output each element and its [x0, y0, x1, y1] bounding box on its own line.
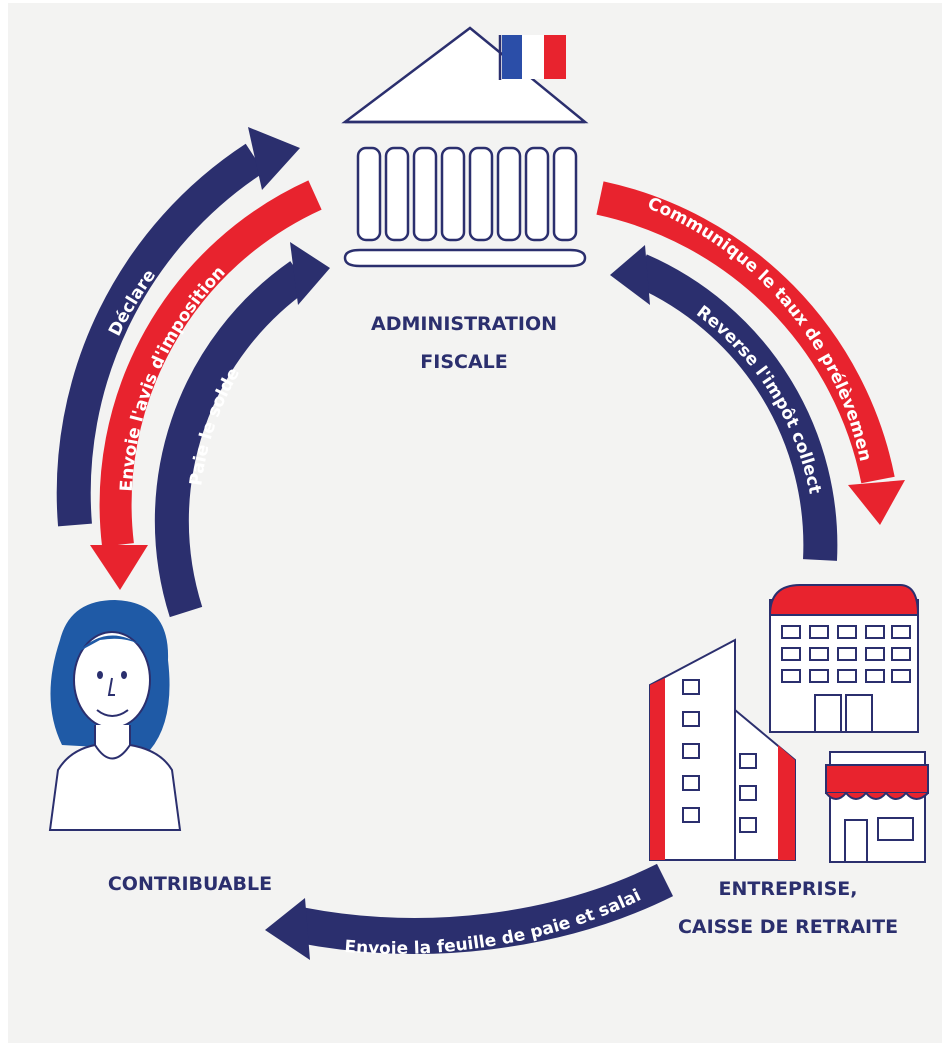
- administration-label-line2: FISCALE: [420, 351, 507, 373]
- company-office-icon: [768, 584, 920, 733]
- taxpayer-person-icon: [48, 600, 182, 831]
- administration-building-icon: [341, 26, 589, 268]
- entreprise-label-line2: CAISSE DE RETRAITE: [678, 916, 898, 938]
- entreprise-label-line1: ENTREPRISE,: [719, 878, 858, 900]
- company-tower-icon: [649, 638, 796, 861]
- administration-label-line1: ADMINISTRATION: [371, 313, 557, 335]
- shop-icon: [825, 751, 929, 863]
- french-flag-icon: [498, 35, 566, 80]
- contribuable-label: CONTRIBUABLE: [108, 873, 272, 895]
